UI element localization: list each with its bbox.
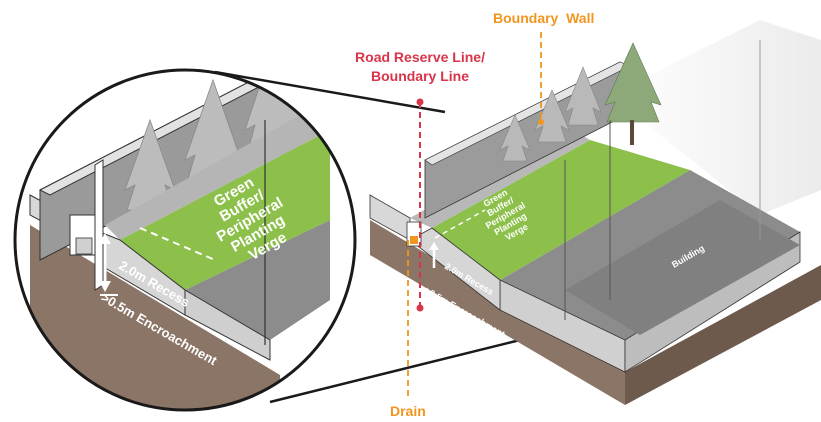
main-isometric-block: Green Buffer/ Peripheral Planting Verge … xyxy=(369,20,821,405)
road-reserve-line-1: Road Reserve Line/ xyxy=(355,49,485,65)
road-reserve-marker-top xyxy=(416,98,424,106)
zoom-connector-top xyxy=(214,70,446,114)
road-reserve-line-2: Boundary Line xyxy=(370,68,469,84)
boundary-wall-callout: Boundary Wall xyxy=(493,10,595,26)
drain-callout: Drain xyxy=(390,403,426,419)
road-reserve-callout: Road Reserve Line/ Boundary Line xyxy=(350,48,490,86)
zoom-circle-border xyxy=(13,68,357,412)
zoom-connector-bottom xyxy=(269,338,521,404)
road-reserve-marker-bottom xyxy=(416,304,424,312)
zoom-detail: Green Buffer/ Peripheral Planting Verge … xyxy=(15,70,355,410)
